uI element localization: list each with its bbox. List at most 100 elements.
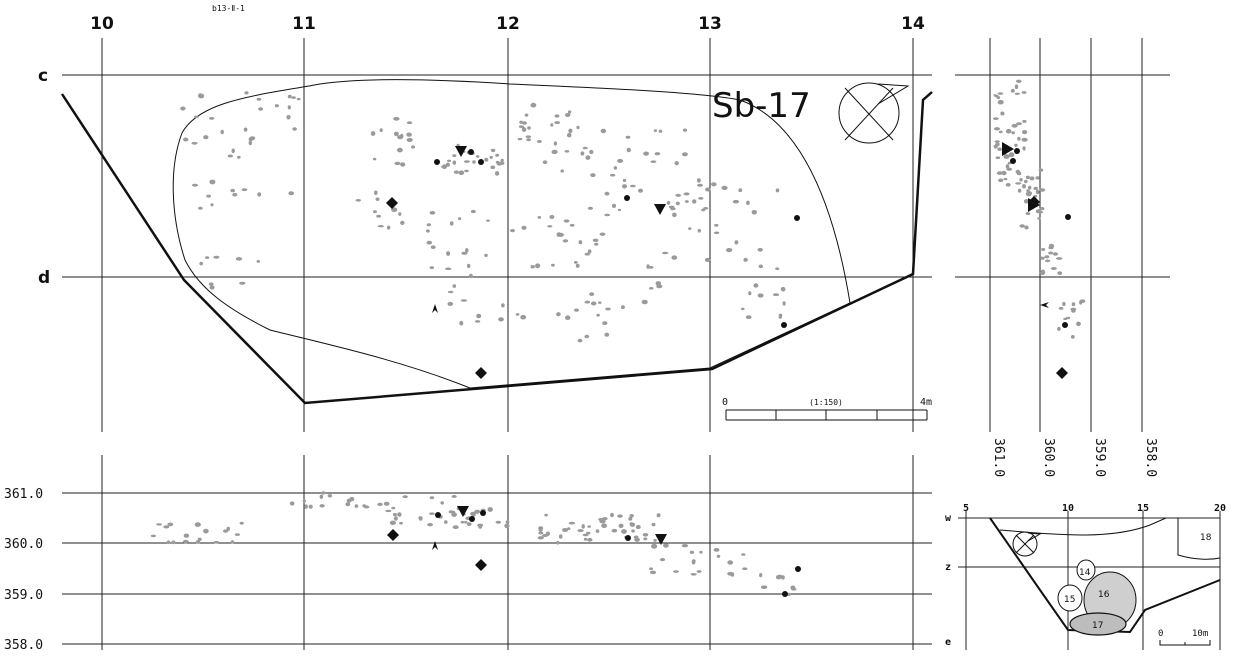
artifact-fragment bbox=[399, 521, 403, 525]
elevation-label: 359.0 bbox=[4, 588, 43, 603]
grid-y-label: c bbox=[38, 66, 48, 86]
artifact-fragment bbox=[1016, 122, 1022, 126]
artifact-fragment bbox=[393, 116, 400, 121]
artifact-fragment bbox=[1079, 300, 1083, 305]
inverted-triangle-marker bbox=[654, 204, 666, 215]
artifact-fragment bbox=[448, 290, 454, 294]
artifact-fragment bbox=[1003, 177, 1008, 181]
artifact-fragment bbox=[468, 273, 473, 279]
filled-circle-marker bbox=[468, 149, 474, 155]
artifact-fragment bbox=[713, 548, 720, 552]
artifact-fragment bbox=[441, 164, 447, 170]
artifact-fragment bbox=[535, 263, 541, 269]
artifact-fragment bbox=[458, 170, 465, 175]
artifact-fragment bbox=[551, 149, 558, 155]
artifact-fragment bbox=[620, 305, 625, 310]
artifact-fragment bbox=[594, 242, 599, 246]
artifact-fragment bbox=[522, 121, 527, 125]
artifact-fragment bbox=[738, 188, 743, 193]
artifact-fragment bbox=[445, 267, 452, 271]
artifact-fragment bbox=[230, 540, 235, 544]
arrowhead-marker bbox=[432, 304, 438, 313]
artifact-fragment bbox=[584, 300, 591, 304]
artifact-fragment bbox=[1016, 171, 1022, 176]
artifact-fragment bbox=[484, 253, 488, 257]
artifact-fragment bbox=[1024, 179, 1028, 184]
filled-circle-marker bbox=[478, 159, 484, 165]
artifact-fragment bbox=[411, 145, 415, 149]
artifact-fragment bbox=[363, 505, 370, 509]
artifact-fragment bbox=[635, 524, 641, 530]
artifact-fragment bbox=[1022, 146, 1026, 151]
inset-location-map: 5 10 15 20 w z e 18 14 15 16 17 0 bbox=[945, 503, 1226, 650]
filled-circle-marker bbox=[624, 195, 630, 201]
artifact-fragment bbox=[487, 507, 493, 512]
artifact-fragment bbox=[1056, 257, 1063, 260]
artifact-fragment bbox=[641, 299, 648, 305]
artifact-fragment bbox=[553, 141, 558, 146]
artifact-fragment bbox=[703, 207, 709, 210]
artifact-fragment bbox=[349, 496, 355, 502]
artifact-fragment bbox=[500, 161, 505, 165]
artifact-fragment bbox=[568, 128, 573, 134]
artifact-fragment bbox=[448, 510, 454, 514]
artifact-fragment bbox=[631, 529, 635, 533]
artifact-fragment bbox=[197, 537, 202, 541]
artifact-fragment bbox=[1035, 189, 1040, 195]
artifact-fragment bbox=[590, 301, 597, 306]
artifact-fragment bbox=[604, 191, 610, 196]
artifact-fragment bbox=[489, 155, 493, 159]
artifact-fragment bbox=[653, 129, 658, 133]
artifact-fragment bbox=[1007, 161, 1012, 165]
artifact-fragment bbox=[505, 520, 510, 524]
artifact-fragment bbox=[372, 157, 377, 161]
artifact-fragment bbox=[568, 521, 576, 525]
artifact-fragment bbox=[554, 121, 561, 125]
artifact-fragment bbox=[613, 166, 618, 170]
artifact-fragment bbox=[711, 182, 717, 187]
artifact-fragment bbox=[569, 223, 575, 227]
artifact-fragment bbox=[778, 313, 783, 317]
artifact-fragment bbox=[578, 240, 583, 245]
artifact-fragment bbox=[1057, 271, 1063, 275]
artifact-fragment bbox=[180, 106, 186, 111]
artifact-fragment bbox=[446, 159, 452, 162]
artifact-fragment bbox=[220, 129, 224, 135]
filled-circle-marker bbox=[625, 535, 631, 541]
artifact-fragment bbox=[521, 225, 527, 230]
artifact-fragment bbox=[1021, 137, 1028, 142]
artifact-fragment bbox=[484, 157, 489, 162]
artifact-fragment bbox=[370, 131, 376, 136]
artifact-fragment bbox=[354, 504, 359, 508]
artifact-fragment bbox=[556, 312, 561, 317]
artifact-fragment bbox=[524, 113, 529, 117]
artifact-fragment bbox=[689, 550, 695, 554]
artifact-fragment bbox=[470, 511, 476, 516]
artifact-fragment bbox=[630, 184, 636, 188]
artifact-fragment bbox=[622, 184, 627, 189]
inset-feature-label: 16 bbox=[1098, 590, 1110, 600]
artifact-fragment bbox=[1022, 184, 1026, 189]
artifact-fragment bbox=[576, 125, 580, 130]
artifact-fragment bbox=[698, 197, 704, 200]
artifact-fragment bbox=[587, 249, 592, 254]
artifact-fragment bbox=[1028, 185, 1032, 190]
artifact-fragment bbox=[611, 528, 618, 533]
elevation-label: 361.0 bbox=[4, 487, 43, 502]
artifact-fragment bbox=[1014, 92, 1020, 96]
artifact-fragment bbox=[554, 114, 560, 118]
artifact-fragment bbox=[683, 192, 690, 196]
artifact-fragment bbox=[629, 514, 634, 518]
artifact-fragment bbox=[649, 567, 653, 570]
artifact-fragment bbox=[427, 523, 433, 527]
artifact-fragment bbox=[599, 232, 606, 236]
artifact-fragment bbox=[406, 137, 413, 142]
artifact-fragment bbox=[402, 495, 408, 499]
artifact-fragment bbox=[291, 96, 296, 99]
artifact-fragment bbox=[697, 178, 701, 183]
artifact-fragment bbox=[605, 307, 611, 311]
artifact-fragment bbox=[198, 93, 202, 96]
artifact-fragment bbox=[1070, 335, 1075, 339]
artifact-fragment bbox=[643, 151, 649, 156]
artifact-fragment bbox=[459, 320, 464, 326]
